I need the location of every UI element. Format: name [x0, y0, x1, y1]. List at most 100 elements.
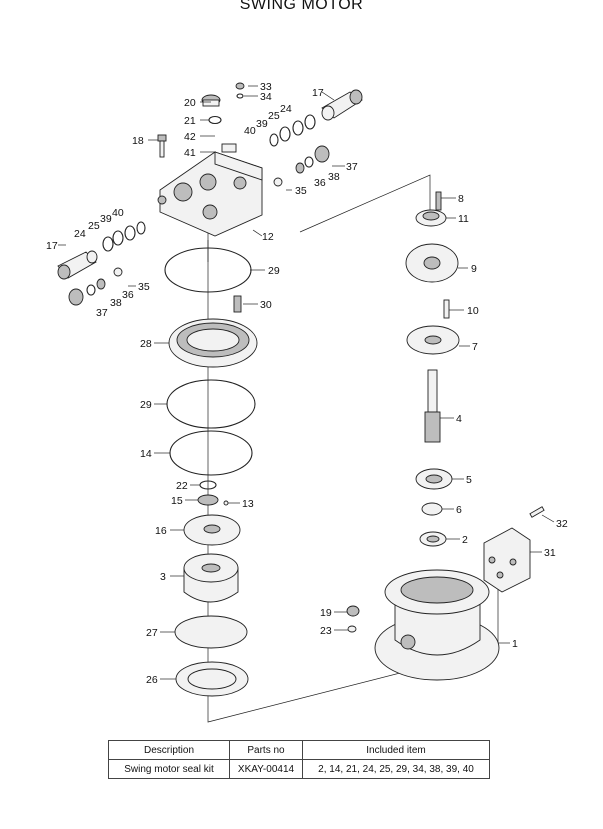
backup-ring-25 — [292, 120, 304, 136]
make-up-valve-31 — [483, 527, 531, 593]
drive-shaft-4 — [424, 369, 441, 443]
label-40-right: 40 — [244, 125, 256, 137]
label-26: 26 — [146, 674, 158, 686]
label-31: 31 — [544, 547, 556, 559]
pin-13 — [223, 500, 229, 506]
label-39-left: 39 — [100, 213, 112, 225]
poppet-35 — [113, 267, 123, 277]
column-header: Parts no — [229, 740, 303, 760]
o-ring-24 — [304, 114, 316, 130]
page-title: SWING MOTOR — [239, 0, 364, 13]
o-ring-39 — [279, 126, 291, 142]
plug-19 — [346, 605, 360, 617]
label-37-left: 37 — [96, 307, 108, 319]
label-12: 12 — [262, 231, 274, 243]
relief-valve-17-right — [321, 89, 363, 121]
assembly-guide-line — [299, 174, 431, 233]
plug-23 — [347, 625, 357, 633]
label-25-left: 25 — [88, 220, 100, 232]
label-21: 21 — [184, 115, 196, 127]
label-17-left: 17 — [46, 240, 58, 252]
label-5: 5 — [466, 474, 472, 486]
label-32: 32 — [556, 518, 568, 530]
o-ring-21 — [208, 115, 222, 125]
label-6: 6 — [456, 504, 462, 516]
label-3: 3 — [160, 571, 166, 583]
piston-11 — [415, 209, 447, 227]
bearing-15 — [197, 494, 219, 506]
casing-1 — [374, 569, 500, 681]
label-40-left: 40 — [112, 207, 124, 219]
o-ring-38 — [86, 284, 96, 296]
label-28: 28 — [140, 338, 152, 350]
assembly-guide-line — [207, 182, 499, 723]
table-cell: Swing motor seal kit — [108, 759, 230, 779]
label-42: 42 — [184, 131, 196, 143]
label-38-left: 38 — [110, 297, 122, 309]
label-11: 11 — [458, 213, 469, 225]
label-35-left: 35 — [138, 281, 150, 293]
bolt-18 — [157, 134, 167, 158]
label-38-right: 38 — [328, 171, 340, 183]
label-10: 10 — [467, 305, 479, 317]
relief-valve-17-left — [57, 250, 98, 280]
spring-30 — [233, 295, 242, 313]
label-13: 13 — [242, 498, 254, 510]
plug-37 — [314, 145, 330, 163]
column-header: Description — [108, 740, 230, 760]
label-29-lower: 29 — [140, 399, 152, 411]
label-17-right: 17 — [312, 87, 324, 99]
column-header: Included item — [302, 740, 490, 760]
bolt-32 — [529, 506, 545, 518]
spring-36 — [96, 278, 106, 290]
label-27: 27 — [146, 627, 158, 639]
valve-block — [157, 143, 263, 237]
part-number-labels: 1 2 3 4 5 6 7 8 9 10 11 12 13 14 15 16 1… — [46, 81, 568, 686]
poppet-35 — [273, 177, 283, 187]
label-14: 14 — [140, 448, 152, 460]
label-16: 16 — [155, 525, 167, 537]
plate-27 — [174, 615, 248, 649]
backup-ring-25 — [112, 230, 124, 246]
label-34: 34 — [260, 91, 272, 103]
label-41: 41 — [184, 147, 196, 159]
backup-ring-40 — [136, 221, 146, 235]
o-ring-39 — [124, 225, 136, 241]
label-24-left: 24 — [74, 228, 86, 240]
label-18: 18 — [132, 135, 144, 147]
table-header-row: Description Parts no Included item — [108, 740, 490, 760]
friction-plate-26 — [175, 661, 249, 697]
label-23: 23 — [320, 625, 332, 637]
label-22: 22 — [176, 480, 188, 492]
label-15: 15 — [171, 495, 183, 507]
bearing-28 — [168, 318, 258, 368]
o-ring-24 — [102, 236, 114, 252]
label-36-right: 36 — [314, 177, 326, 189]
backup-ring-40 — [269, 133, 279, 147]
o-ring-14 — [169, 430, 253, 476]
bolt-10 — [443, 299, 450, 319]
plug-33 — [235, 82, 245, 90]
o-ring-34 — [236, 93, 244, 99]
table-row: Swing motor seal kit XKAY-00414 2, 14, 2… — [108, 759, 490, 779]
cylinder-block-3 — [183, 553, 239, 603]
plug-37 — [68, 288, 84, 306]
label-1: 1 — [512, 638, 518, 650]
spring-36 — [295, 162, 305, 174]
label-37-right: 37 — [346, 161, 358, 173]
label-24-right: 24 — [280, 103, 292, 115]
label-7: 7 — [472, 341, 478, 353]
seal-kit-table: Description Parts no Included item Swing… — [108, 740, 490, 779]
label-8: 8 — [458, 193, 464, 205]
label-36-left: 36 — [122, 289, 134, 301]
label-33: 33 — [260, 81, 272, 93]
label-35-right: 35 — [295, 185, 307, 197]
o-ring-29 — [166, 379, 256, 429]
label-25-right: 25 — [268, 110, 280, 122]
table-cell: 2, 14, 21, 24, 25, 29, 34, 38, 39, 40 — [302, 759, 490, 779]
label-2: 2 — [462, 534, 468, 546]
table-cell: XKAY-00414 — [229, 759, 303, 779]
label-39-right: 39 — [256, 118, 268, 130]
exploded-parts-diagram: 1 2 3 4 5 6 7 8 9 10 11 12 13 14 15 16 1… — [46, 81, 568, 723]
label-29-top: 29 — [268, 265, 280, 277]
